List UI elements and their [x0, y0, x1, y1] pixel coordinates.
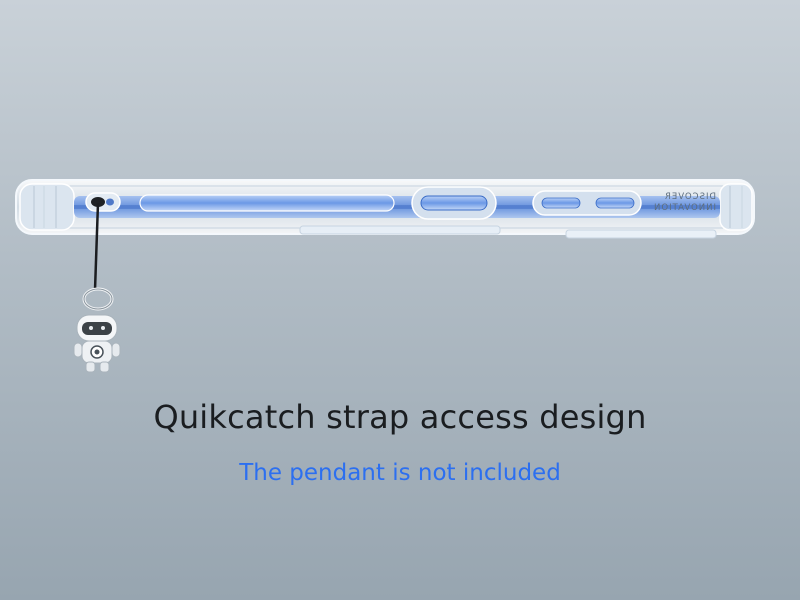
case-left-bumper — [19, 183, 75, 231]
robot-pendant-icon — [73, 287, 121, 373]
pendant-note: The pendant is not included — [239, 460, 561, 486]
case-brand-line-2: INNOVATION — [653, 203, 716, 213]
volume-down-button — [595, 197, 635, 209]
volume-up-button — [541, 197, 581, 209]
case-right-bumper — [719, 183, 753, 231]
feature-headline: Quikcatch strap access design — [153, 398, 647, 436]
strap-hole-icon — [85, 192, 121, 212]
lanyard-icon — [93, 202, 100, 291]
case-brand-line-1: DISCOVER — [664, 192, 716, 202]
case-brand-mark: DISCOVER INNOVATION — [653, 192, 716, 213]
side-button-power — [420, 195, 488, 211]
side-button-long — [139, 194, 395, 212]
volume-button-cover — [532, 190, 642, 216]
